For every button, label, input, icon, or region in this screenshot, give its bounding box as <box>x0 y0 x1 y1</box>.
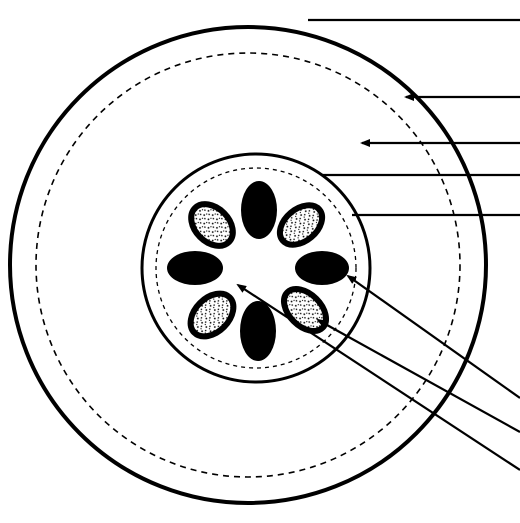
stippled-bundle-top-right <box>272 197 329 252</box>
solid-bundle-left <box>167 251 223 285</box>
outer-dashed-ring <box>36 53 460 477</box>
pointer-center <box>238 285 520 470</box>
pointer-lines <box>238 20 520 470</box>
pointer-solid-bundle <box>348 276 520 398</box>
stippled-bundle-bottom-left <box>182 285 241 344</box>
outer-ring <box>10 27 486 503</box>
solid-bundle-top <box>241 181 277 239</box>
solid-bundle-bottom <box>240 301 276 361</box>
solid-bundle-right <box>295 251 349 285</box>
stippled-bundle-bottom-right <box>276 281 334 339</box>
stippled-bundle-top-left <box>183 196 241 254</box>
